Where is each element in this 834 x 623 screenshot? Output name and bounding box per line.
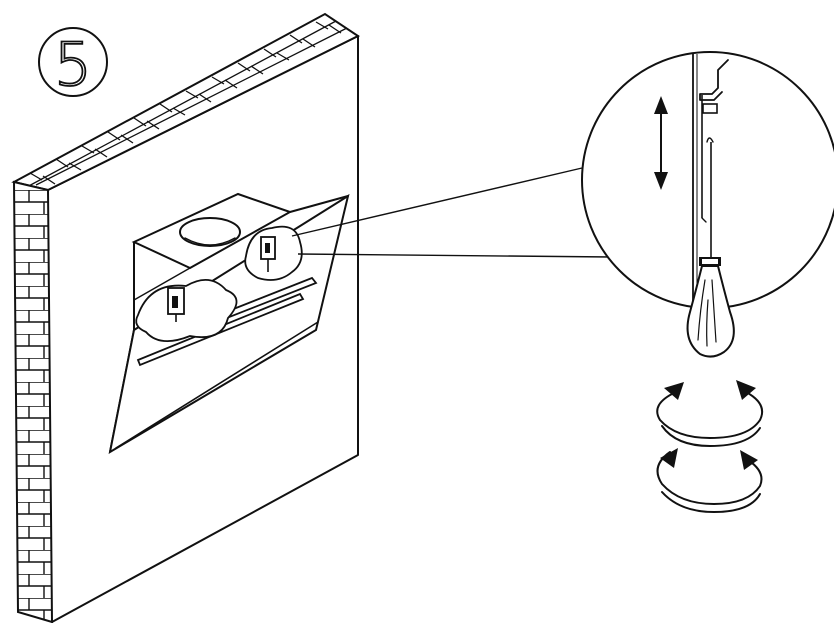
angled-cooker-hood: [108, 192, 350, 454]
detail-callout-lines: [291, 167, 613, 258]
brick-wall: [11, 12, 360, 623]
hood-cutaway-left: [135, 279, 238, 342]
vertical-adjust-arrow-icon: [654, 96, 668, 190]
rotate-arrows-icon: [656, 380, 764, 513]
wall-top-brick-lines: [24, 20, 348, 189]
left-bracket: [167, 287, 185, 322]
wall-side-bricks: [12, 180, 54, 623]
hood-outlet: [179, 217, 241, 247]
bracket-hook: [699, 59, 729, 101]
rotate-ring-upper: [656, 380, 764, 447]
screwdriver-handle: [686, 265, 735, 358]
bracket-adjustment-detail: [581, 51, 834, 309]
rotate-ring-lower: [656, 448, 763, 513]
step-number-circle: [38, 27, 108, 97]
screwdriver-icon: [686, 265, 735, 358]
right-bracket: [260, 236, 276, 272]
step-number-label: 5: [54, 30, 92, 100]
step-number-badge: 5: [38, 27, 108, 101]
